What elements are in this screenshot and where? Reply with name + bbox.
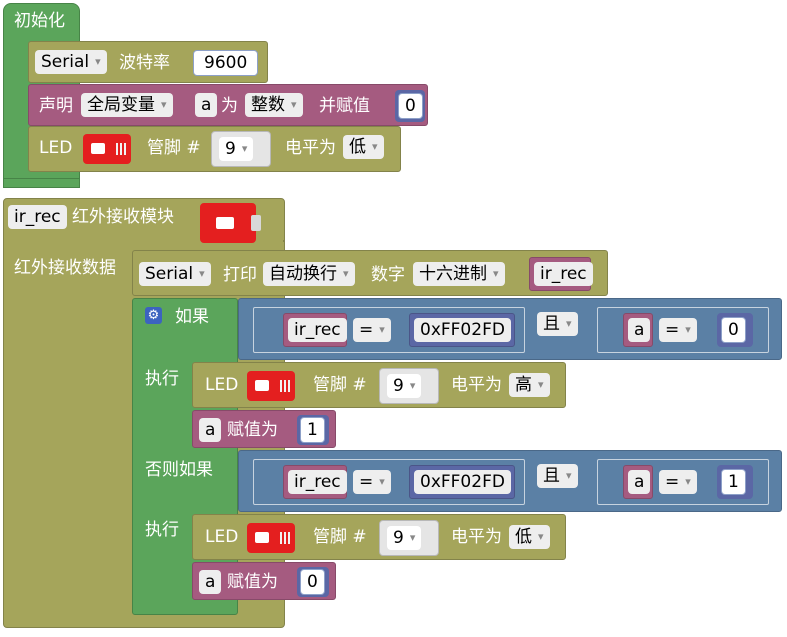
pin-label: 管脚 # xyxy=(147,138,201,158)
ir-receiver-image xyxy=(200,203,261,243)
set-variable-block-2[interactable]: a 赋值为 0 xyxy=(192,562,336,600)
level-dropdown[interactable]: 低 xyxy=(509,525,550,549)
a-value-wrapper-1: 0 xyxy=(717,313,753,347)
level-label: 电平为 xyxy=(451,375,502,395)
set-value-wrapper: 1 xyxy=(297,415,329,445)
level-label: 电平为 xyxy=(451,527,502,547)
a-var-block-2[interactable]: a xyxy=(623,465,653,499)
setup-block-bottom xyxy=(3,178,80,188)
eq-dropdown[interactable]: = xyxy=(353,318,391,342)
gear-icon[interactable]: ⚙ xyxy=(145,307,162,324)
a-var-field[interactable]: a xyxy=(628,318,651,342)
init-value-input[interactable]: 0 xyxy=(398,93,423,119)
pin-wrapper: 9 xyxy=(379,520,439,556)
setup-block-title: 初始化 xyxy=(14,11,65,31)
ir-module-label: 红外接收模块 xyxy=(72,207,174,227)
condition-compare-slot-1 xyxy=(253,459,525,505)
a-value-wrapper-2: 1 xyxy=(717,465,753,499)
elseif-label: 否则如果 xyxy=(145,460,213,480)
code-value-field[interactable]: 0xFF02FD xyxy=(414,470,511,494)
set-variable-block-1[interactable]: a 赋值为 1 xyxy=(192,410,336,448)
newline-dropdown[interactable]: 自动换行 xyxy=(263,262,355,286)
compare-var-block-1[interactable]: ir_rec xyxy=(283,313,347,347)
compare-var-field[interactable]: ir_rec xyxy=(288,318,347,342)
pin-dropdown[interactable]: 9 xyxy=(219,137,254,161)
pin-dropdown[interactable]: 9 xyxy=(387,526,422,550)
and-dropdown[interactable]: 且 xyxy=(537,312,578,336)
pin-dropdown[interactable]: 9 xyxy=(387,374,422,398)
assign-label: 并赋值 xyxy=(319,96,370,116)
condition-and-block-1[interactable]: ir_rec = 0xFF02FD 且 a = 0 xyxy=(238,298,782,360)
a-var-block-1[interactable]: a xyxy=(623,313,653,347)
led-label: LED xyxy=(39,138,73,158)
led-module-image xyxy=(247,371,295,401)
declare-variable-block[interactable]: 声明 全局变量 a 为 整数 并赋值 0 xyxy=(28,84,428,126)
a-var-field[interactable]: a xyxy=(628,470,651,494)
led-module-image xyxy=(247,523,295,553)
and-dropdown[interactable]: 且 xyxy=(537,464,578,488)
print-serial-dropdown[interactable]: Serial xyxy=(139,262,211,286)
set-value-wrapper: 0 xyxy=(297,567,329,597)
condition-compare-slot-2 xyxy=(597,307,769,353)
if-label: 如果 xyxy=(175,307,209,327)
pin-label: 管脚 # xyxy=(313,375,367,395)
print-label: 打印 xyxy=(223,265,257,285)
init-value-wrapper: 0 xyxy=(395,90,425,122)
number-label: 数字 xyxy=(371,265,405,285)
code-value-block-2[interactable]: 0xFF02FD xyxy=(409,465,515,499)
type-dropdown[interactable]: 整数 xyxy=(245,93,303,117)
ir-block-inner-cut xyxy=(283,240,285,242)
eq-dropdown[interactable]: = xyxy=(353,470,391,494)
then-label-2: 执行 xyxy=(145,520,179,540)
declare-label: 声明 xyxy=(39,96,73,116)
radix-dropdown[interactable]: 十六进制 xyxy=(413,262,505,286)
compare-var-block-2[interactable]: ir_rec xyxy=(283,465,347,499)
led-label: LED xyxy=(205,527,239,547)
print-var-block[interactable]: ir_rec xyxy=(529,257,593,291)
condition-compare-slot-1 xyxy=(253,307,525,353)
condition-and-block-2[interactable]: ir_rec = 0xFF02FD 且 a = 1 xyxy=(238,450,782,512)
eq-dropdown[interactable]: = xyxy=(659,318,697,342)
led-module-image xyxy=(83,134,131,164)
level-dropdown[interactable]: 低 xyxy=(343,135,384,159)
level-label: 电平为 xyxy=(285,138,336,158)
led-label: LED xyxy=(205,375,239,395)
serial-print-block[interactable]: Serial 打印 自动换行 数字 十六进制 ir_rec xyxy=(132,250,608,296)
led-set-block-low[interactable]: LED 管脚 # 9 电平为 低 xyxy=(192,514,566,560)
level-dropdown[interactable]: 高 xyxy=(509,373,550,397)
a-value-input[interactable]: 0 xyxy=(721,317,746,343)
baud-rate-label: 波特率 xyxy=(119,53,170,73)
variable-name-field[interactable]: a xyxy=(195,93,218,117)
scope-dropdown[interactable]: 全局变量 xyxy=(81,93,173,117)
led-set-block[interactable]: LED 管脚 # 9 电平为 低 xyxy=(28,126,401,172)
pin-label: 管脚 # xyxy=(313,527,367,547)
set-label: 赋值为 xyxy=(227,572,278,592)
set-value-input[interactable]: 1 xyxy=(300,417,325,443)
serial-port-dropdown[interactable]: Serial xyxy=(35,50,107,74)
set-var-field[interactable]: a xyxy=(199,570,222,594)
compare-var-field[interactable]: ir_rec xyxy=(288,470,347,494)
set-label: 赋值为 xyxy=(227,420,278,440)
code-value-block-1[interactable]: 0xFF02FD xyxy=(409,313,515,347)
condition-compare-slot-2 xyxy=(597,459,769,505)
led-set-block-high[interactable]: LED 管脚 # 9 电平为 高 xyxy=(192,362,566,408)
ir-data-label: 红外接收数据 xyxy=(14,258,116,278)
as-label: 为 xyxy=(221,96,238,116)
pin-wrapper: 9 xyxy=(211,131,271,167)
print-var-field[interactable]: ir_rec xyxy=(534,262,593,286)
a-value-input[interactable]: 1 xyxy=(721,469,746,495)
then-label-1: 执行 xyxy=(145,369,179,389)
ir-variable-field[interactable]: ir_rec xyxy=(8,205,67,229)
serial-begin-block[interactable]: Serial 波特率 9600 xyxy=(28,41,268,83)
pin-wrapper: 9 xyxy=(379,368,439,404)
baud-rate-input[interactable]: 9600 xyxy=(193,50,259,76)
set-value-input[interactable]: 0 xyxy=(300,569,325,595)
set-var-field[interactable]: a xyxy=(199,418,222,442)
eq-dropdown[interactable]: = xyxy=(659,470,697,494)
code-value-field[interactable]: 0xFF02FD xyxy=(414,318,511,342)
